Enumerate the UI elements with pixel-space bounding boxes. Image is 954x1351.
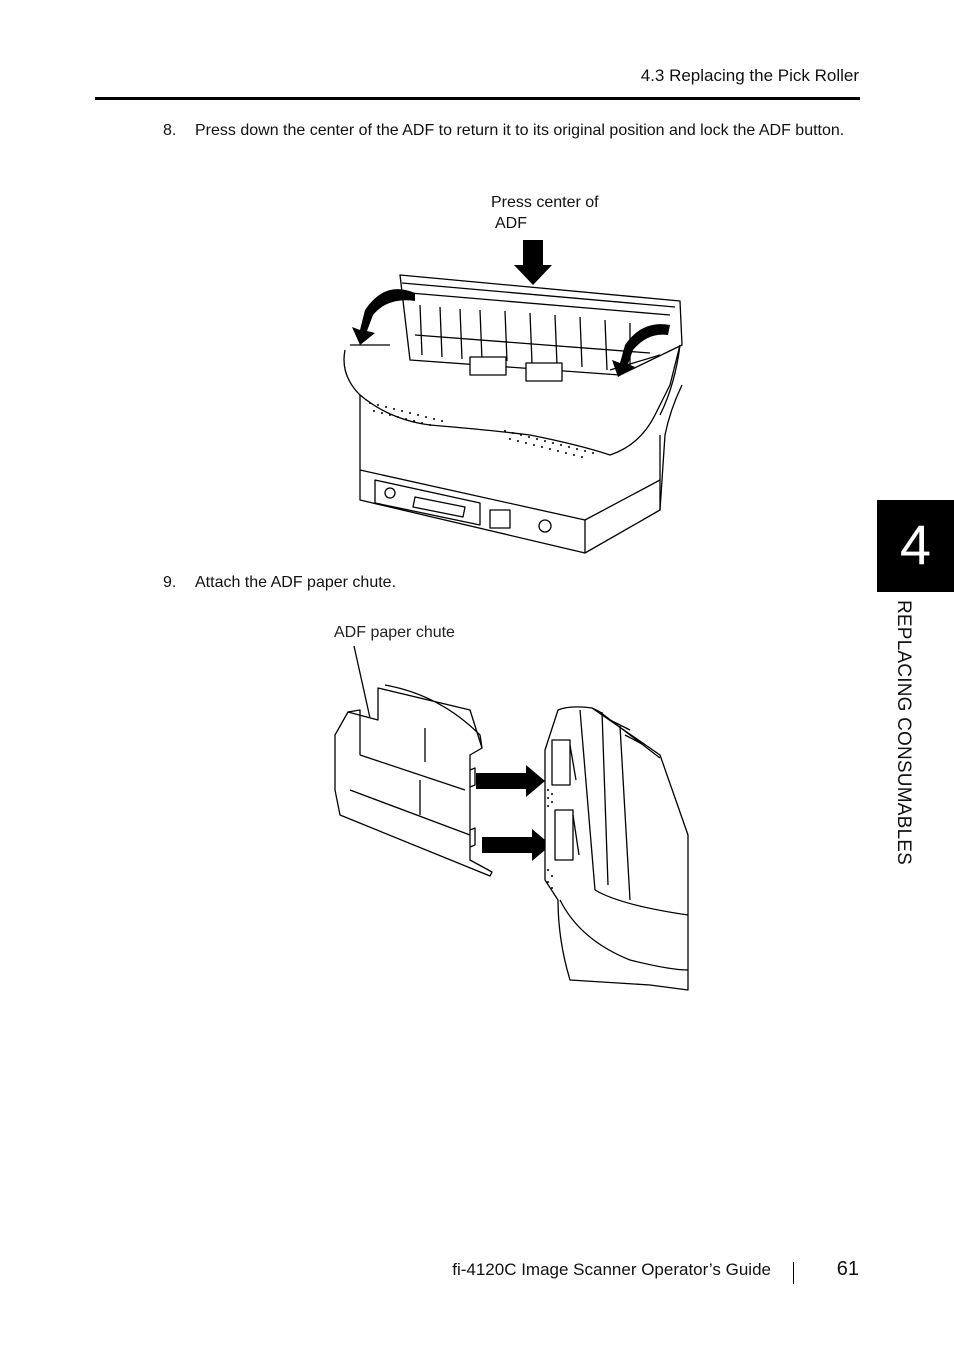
press-center-callout-line-1: Press center of <box>491 194 599 211</box>
chapter-name-text: REPLACING CONSUMABLES <box>893 600 914 865</box>
step-9-text: Attach the ADF paper chute. <box>195 574 397 591</box>
step-8-text: Press down the center of the ADF to retu… <box>195 122 845 139</box>
adf-chute-attachment-illustration <box>334 645 689 991</box>
curved-arrow-left <box>352 289 415 345</box>
attach-arrow-upper <box>476 765 545 797</box>
adf-paper-chute-callout: ADF paper chute <box>334 624 455 641</box>
scanner-adf-closing-illustration <box>343 240 683 554</box>
curved-arrow-right <box>612 324 670 377</box>
press-down-arrow <box>514 240 552 285</box>
page-number: 61 <box>836 1258 859 1280</box>
header-rule <box>95 97 860 100</box>
chapter-tab <box>877 500 954 592</box>
footer-guide-title: fi-4120C Image Scanner Operator’s Guide <box>452 1260 771 1279</box>
step-8-number: 8. <box>163 122 177 139</box>
step-9-number: 9. <box>163 574 177 591</box>
section-title: 4.3 Replacing the Pick Roller <box>640 66 859 85</box>
footer-divider <box>793 1262 794 1284</box>
chapter-number: 4 <box>899 513 932 576</box>
chapter-name-vertical: REPLACING CONSUMABLES <box>858 600 952 910</box>
attach-arrow-lower <box>482 829 551 861</box>
press-center-callout-line-2: ADF <box>495 215 527 232</box>
